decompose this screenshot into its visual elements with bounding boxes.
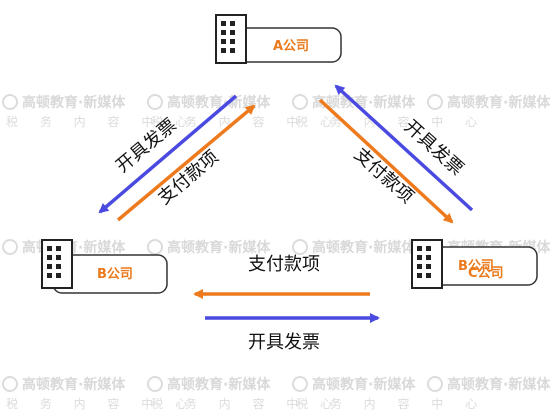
watermark-brand: 高顿教育·新媒体	[447, 376, 551, 393]
watermark-tile: 高顿教育·新媒体 税 务 内 容 中 心	[2, 376, 196, 411]
payment-arrow-a-to-c	[318, 98, 454, 224]
company-b-node: B公司	[41, 239, 168, 294]
watermark-brand: 高顿教育·新媒体	[312, 239, 416, 256]
watermark-logo-icon	[147, 376, 163, 392]
watermark-brand: 高顿教育·新媒体	[447, 94, 551, 111]
watermark-tile: 高顿教育·新媒体 税 务 内 容 中 心	[2, 94, 196, 129]
watermark-logo-icon	[147, 239, 163, 255]
watermark-logo-icon	[427, 94, 443, 110]
watermark-brand: 高顿教育·新媒体	[22, 376, 126, 393]
watermark-tile: 高顿教育·新媒体	[147, 239, 271, 256]
payment-arrow-b-to-a	[116, 104, 256, 222]
watermark-sub: 税 务 内 容 中 心	[6, 114, 196, 129]
building-icon	[411, 239, 443, 289]
watermark-logo-icon	[292, 94, 308, 110]
watermark-sub: 税 务 内 容 中 心	[296, 114, 486, 129]
watermark-tile: 高顿教育·新媒体	[292, 239, 416, 256]
edge-label-bottom-top: 支付款项	[248, 254, 320, 275]
watermark-logo-icon	[292, 239, 308, 255]
watermark-tile: 高顿教育·新媒体 税 务 内 容 中 心	[147, 376, 341, 411]
watermark-brand: 高顿教育·新媒体	[22, 239, 126, 256]
watermark-sub: 税 务 内 容 中 心	[6, 396, 196, 411]
company-b-label: B公司	[97, 267, 133, 282]
watermark-sub: 税 务 内 容 中 心	[296, 396, 486, 411]
watermark-brand: 高顿教育·新媒体	[167, 376, 271, 393]
company-c-overlap-label: B公司	[458, 259, 494, 274]
watermark-sub: 税 务 内 容 中 心	[151, 114, 341, 129]
watermark-tile: 高顿教育·新媒体 税 务 内 容 中 心	[147, 94, 341, 129]
watermark-logo-icon	[2, 376, 18, 392]
company-a-node: A公司	[215, 14, 342, 64]
edge-label-bottom-bottom: 开具发票	[248, 332, 320, 353]
watermark-tile: 高顿教育·新媒体	[427, 94, 551, 111]
watermark-logo-icon	[2, 239, 18, 255]
watermark-brand: 高顿教育·新媒体	[22, 94, 126, 111]
watermark-logo-icon	[427, 376, 443, 392]
invoice-arrow-a-to-b	[98, 94, 238, 214]
building-icon	[215, 14, 247, 64]
company-c-label: C公司	[468, 266, 504, 281]
watermark-logo-icon	[2, 94, 18, 110]
company-a-label: A公司	[273, 39, 309, 54]
watermark-brand: 高顿教育·新媒体	[167, 239, 271, 256]
company-c-node: B公司 C公司	[411, 239, 538, 289]
watermark-logo-icon	[147, 94, 163, 110]
watermark-logo-icon	[292, 376, 308, 392]
building-icon	[41, 239, 73, 289]
edge-label-right-inner: 支付款项	[350, 144, 418, 208]
watermark-brand: 高顿教育·新媒体	[312, 376, 416, 393]
invoice-arrow-c-to-a	[334, 84, 474, 212]
watermark-tile: 高顿教育·新媒体	[427, 376, 551, 393]
watermark-sub: 税 务 内 容 中 心	[151, 396, 341, 411]
watermark-brand: 高顿教育·新媒体	[312, 94, 416, 111]
watermark-tile: 高顿教育·新媒体 税 务 内 容 中 心	[292, 376, 486, 411]
